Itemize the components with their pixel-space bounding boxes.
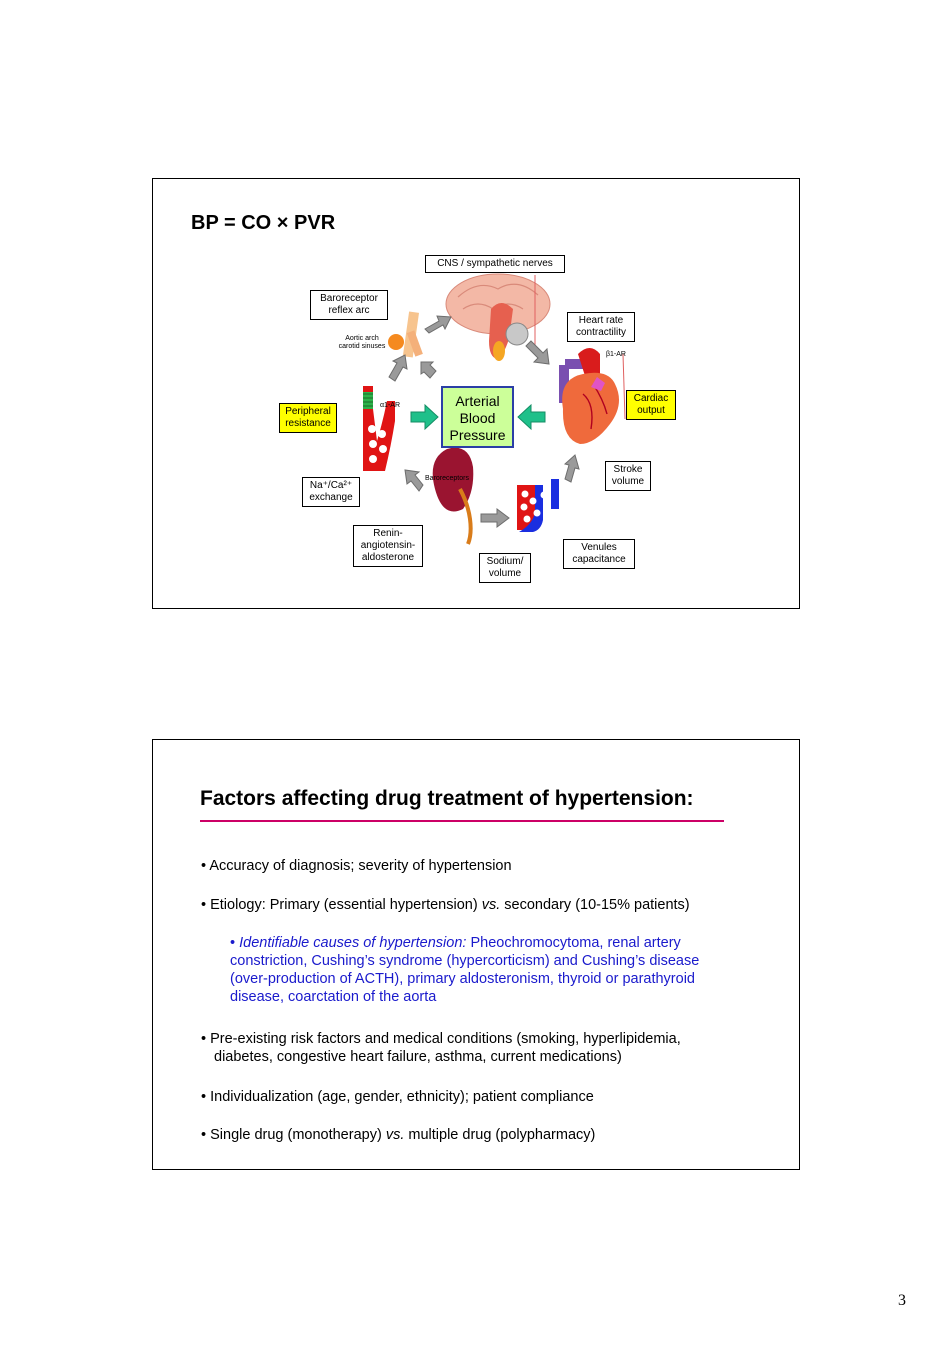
bullet-accuracy: • Accuracy of diagnosis; severity of hyp… <box>201 858 512 874</box>
alpha1-ar-label: α1-AR <box>380 402 400 409</box>
diagram-graphics <box>363 273 626 545</box>
bullet-single-drug: • Single drug (monotherapy) vs. multiple… <box>201 1127 596 1143</box>
bullet-individualization: • Individualization (age, gender, ethnic… <box>201 1089 594 1105</box>
heart-icon <box>559 348 619 444</box>
aortic-arch-icon <box>388 311 423 358</box>
bp-equation: BP = CO × PVR <box>191 212 336 234</box>
cns-label: CNS / sympathetic nerves <box>425 255 565 273</box>
na-ca-exchange-label: Na⁺/Ca²⁺exchange <box>302 477 360 507</box>
sodium-volume-label: Sodium/volume <box>479 553 531 583</box>
slide-title: Factors affecting drug treatment of hype… <box>200 787 694 810</box>
artery-icon <box>363 386 395 471</box>
title-underline <box>200 820 724 822</box>
gray-arrows <box>388 315 580 528</box>
green-arrows <box>410 403 546 431</box>
page-number: 3 <box>898 1292 906 1309</box>
beta1-ar-label: β1-AR <box>606 351 626 358</box>
slide-factors: Factors affecting drug treatment of hype… <box>152 739 800 1170</box>
baroreceptors-label: Baroreceptors <box>425 475 469 482</box>
renin-angiotensin-label: Renin-angiotensin-aldosterone <box>353 525 423 567</box>
kidney-icon <box>432 447 474 545</box>
bullet-risk-factors: • Pre-existing risk factors and medical … <box>201 1031 681 1065</box>
venules-icon <box>517 479 559 532</box>
sub-bullet-identifiable-causes: • Identifiable causes of hypertension: P… <box>230 935 700 1005</box>
bullet-etiology: • Etiology: Primary (essential hypertens… <box>201 897 690 913</box>
slide-bp-diagram: BP = CO × PVR <box>152 178 800 609</box>
brain-icon <box>445 273 551 361</box>
